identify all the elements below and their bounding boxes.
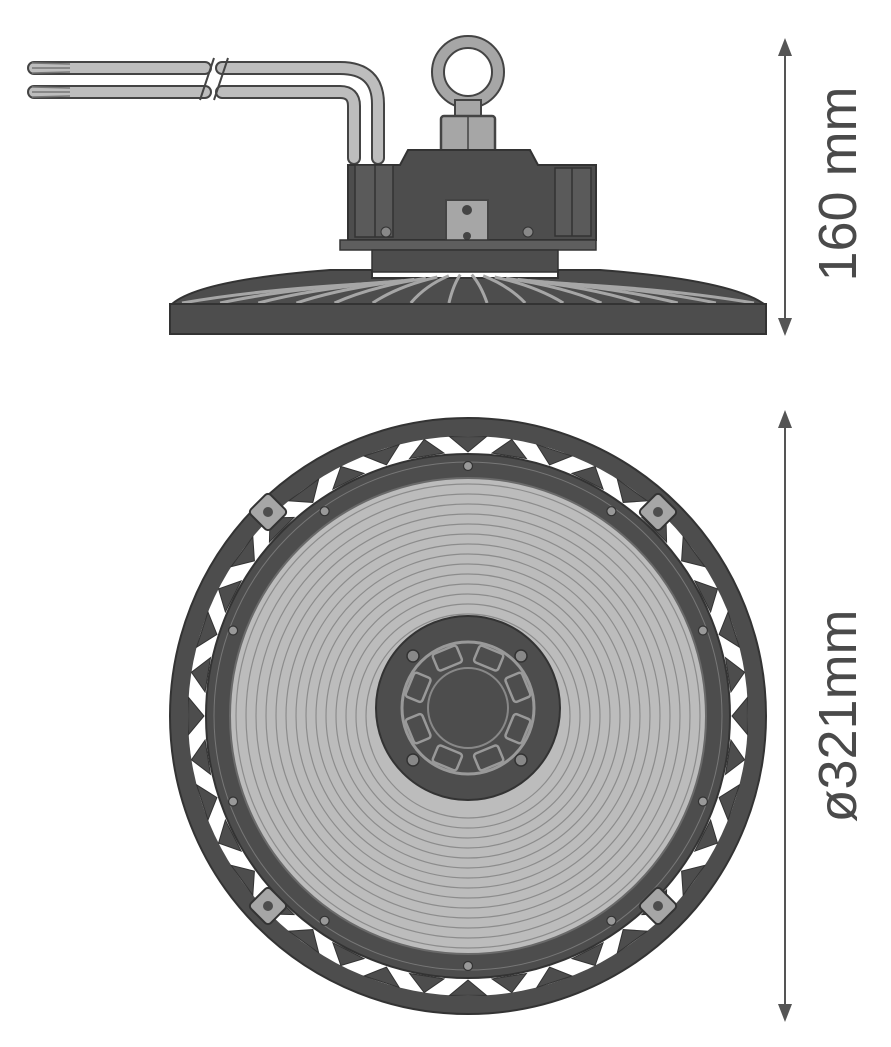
fin	[408, 972, 446, 994]
fin	[362, 966, 401, 989]
fin	[190, 656, 212, 694]
fin	[332, 941, 366, 967]
driver-housing	[339, 149, 597, 273]
fin	[718, 783, 741, 822]
fin	[616, 929, 649, 955]
vent-slot	[504, 671, 532, 704]
fin	[535, 966, 574, 989]
diameter-dimension: ø321mm	[778, 410, 868, 1022]
fin	[217, 580, 243, 614]
rim-screw	[697, 796, 709, 807]
fin	[408, 438, 446, 460]
fin	[718, 610, 741, 649]
lens-ring	[295, 543, 641, 889]
fin	[693, 580, 719, 614]
rib	[482, 274, 527, 305]
rib	[333, 276, 427, 305]
lens-ring	[355, 603, 581, 829]
fin	[287, 477, 320, 503]
diameter-label: ø321mm	[808, 609, 868, 822]
lens-ring	[275, 523, 661, 909]
mounting-tab-holes	[263, 507, 663, 911]
fin	[681, 864, 707, 897]
side-view	[27, 35, 768, 335]
hub-screws	[406, 649, 528, 767]
vent-slot	[404, 671, 432, 704]
rib	[551, 281, 755, 305]
lens-ring	[265, 513, 671, 919]
rib	[494, 275, 565, 305]
fin	[217, 818, 243, 852]
fin	[229, 864, 255, 897]
lens-rings	[235, 483, 701, 949]
wire-ends	[31, 62, 71, 98]
fin	[535, 443, 574, 466]
fin	[681, 535, 707, 568]
rim-screw	[606, 506, 617, 517]
height-label: 160 mm	[808, 86, 868, 281]
fin	[287, 929, 320, 955]
fin	[229, 535, 255, 568]
rim-screw	[697, 625, 709, 636]
lens-ring	[325, 573, 611, 859]
fin	[693, 818, 719, 852]
fin	[570, 941, 604, 967]
lens-ring	[245, 493, 691, 939]
rim-screw	[319, 915, 330, 926]
lens-ring	[365, 613, 571, 819]
rim-screw	[227, 796, 239, 807]
cable-break-marks	[199, 57, 229, 101]
fin	[490, 972, 528, 994]
rim-screw	[462, 960, 474, 972]
top-view	[169, 417, 767, 1015]
lens-ring	[255, 503, 681, 929]
hub-vent-slots	[404, 644, 532, 772]
lens-ring	[285, 533, 651, 899]
height-dimension: 160 mm	[778, 38, 868, 336]
vent-slot	[504, 712, 532, 745]
rib	[409, 274, 450, 304]
fin	[195, 783, 218, 822]
lens-ring	[235, 483, 701, 949]
rim-screw	[319, 506, 330, 517]
fin	[190, 738, 212, 776]
fin	[731, 696, 748, 736]
vent-slot	[472, 644, 505, 672]
vent-slot	[404, 712, 432, 745]
lens-ring	[335, 583, 601, 849]
rib	[447, 273, 462, 304]
rib	[470, 273, 489, 304]
heat-sink-fins	[188, 436, 748, 996]
rim-screws	[227, 460, 709, 972]
lens-ring	[305, 553, 631, 879]
rib	[371, 275, 438, 305]
lens-ring	[345, 593, 591, 839]
fin	[490, 438, 528, 460]
fin	[570, 465, 604, 491]
rim-screw	[227, 625, 239, 636]
base-plate	[169, 303, 767, 335]
fin	[448, 979, 488, 996]
fin	[362, 443, 401, 466]
fin	[724, 738, 746, 776]
rib	[505, 276, 603, 305]
fin	[188, 696, 205, 736]
vent-slot	[472, 744, 505, 772]
heat-sink-dome	[169, 269, 768, 305]
rib	[295, 277, 415, 305]
eye-bolt	[431, 35, 505, 154]
vent-slot	[431, 744, 464, 772]
fin	[332, 465, 366, 491]
rim-screw	[462, 460, 474, 472]
fin	[616, 477, 649, 503]
heat-sink-ribs	[181, 273, 755, 305]
lens-ring	[315, 563, 621, 869]
fin	[195, 610, 218, 649]
rim-screw	[606, 915, 617, 926]
vent-slot	[431, 644, 464, 672]
fin	[724, 656, 746, 694]
fin	[448, 436, 488, 453]
